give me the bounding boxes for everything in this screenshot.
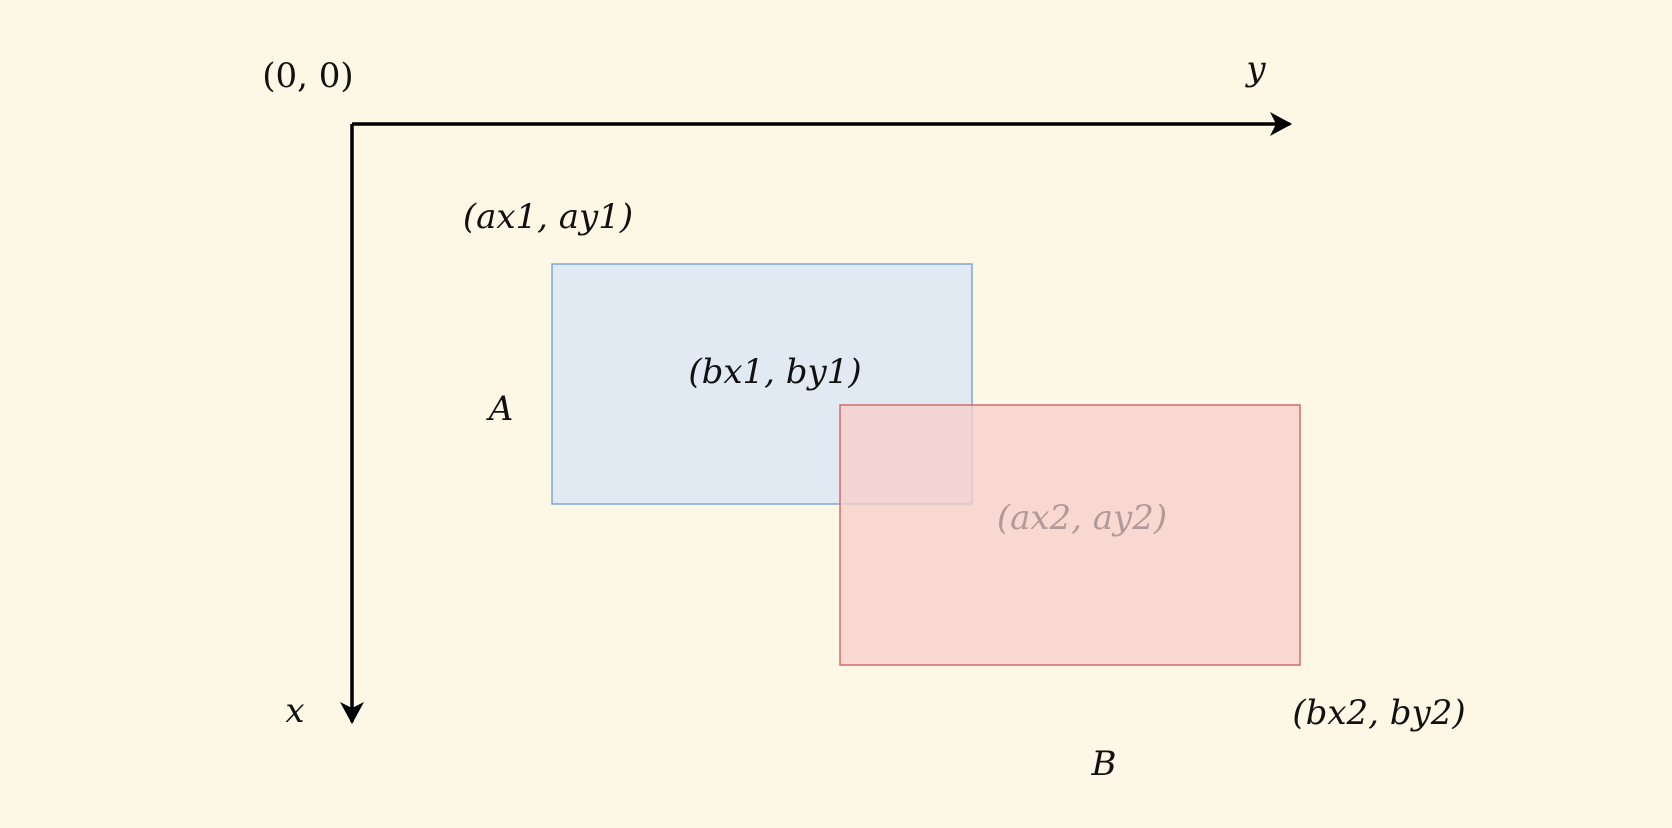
b-bottom-right-label: (bx2, by2) [1292,693,1465,733]
origin-label: (0, 0) [262,56,353,96]
a-name-label: A [486,389,514,429]
y-axis-label: y [1244,49,1266,89]
a-bottom-right-label: (ax2, ay2) [997,498,1167,538]
b-name-label: B [1091,744,1117,784]
x-arrowhead-icon [340,702,364,724]
b-top-left-label: (bx1, by1) [688,352,861,392]
x-axis-label: x [285,691,304,731]
a-top-left-label: (ax1, ay1) [463,197,633,237]
rectangle-b [839,404,1301,666]
y-arrowhead-icon [1270,112,1292,136]
